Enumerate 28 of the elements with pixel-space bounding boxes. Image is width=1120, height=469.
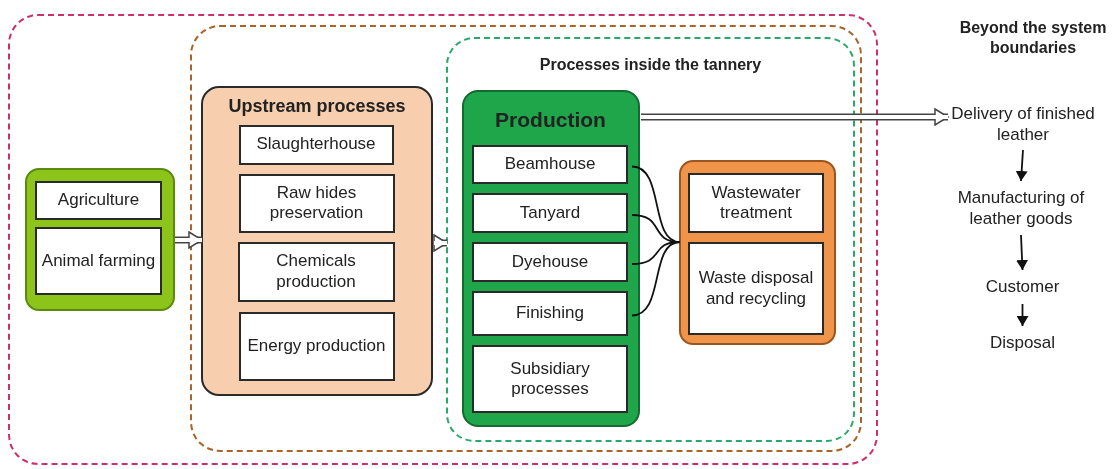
system-boundary — [8, 14, 878, 465]
process-box: Slaughterhouse — [238, 124, 394, 165]
stage-text: Manufacturing of leather goods — [935, 183, 1107, 233]
group-heading: Upstream processes — [227, 96, 407, 117]
process-box: Beamhouse — [472, 145, 628, 184]
group-panel — [201, 86, 433, 396]
group-panel — [24, 167, 175, 311]
process-box: Animal farming — [35, 227, 162, 295]
process-box: Wastewater treatment — [688, 173, 824, 233]
process-box: Dyehouse — [472, 242, 628, 282]
process-box: Finishing — [472, 291, 628, 336]
process-box: Raw hides preservation — [238, 173, 395, 233]
group-panel — [461, 89, 640, 427]
process-box: Waste disposal and recycling — [688, 242, 824, 335]
process-box: Agriculture — [35, 181, 162, 220]
stage-text: Customer — [965, 272, 1080, 302]
process-box: Tanyard — [472, 193, 628, 233]
group-heading: Production — [494, 107, 607, 132]
stage-text: Disposal — [965, 328, 1080, 358]
stage-text: Delivery of finished leather — [948, 100, 1098, 148]
section-heading: Beyond the system boundaries — [958, 18, 1108, 58]
process-box: Subsidiary processes — [472, 345, 628, 413]
process-box: Chemicals production — [237, 241, 395, 302]
process-box: Energy production — [238, 311, 395, 381]
system-boundary — [446, 37, 855, 442]
system-boundary — [189, 24, 862, 452]
group-heading: Processes inside the tannery — [538, 56, 763, 74]
group-panel — [678, 159, 836, 345]
